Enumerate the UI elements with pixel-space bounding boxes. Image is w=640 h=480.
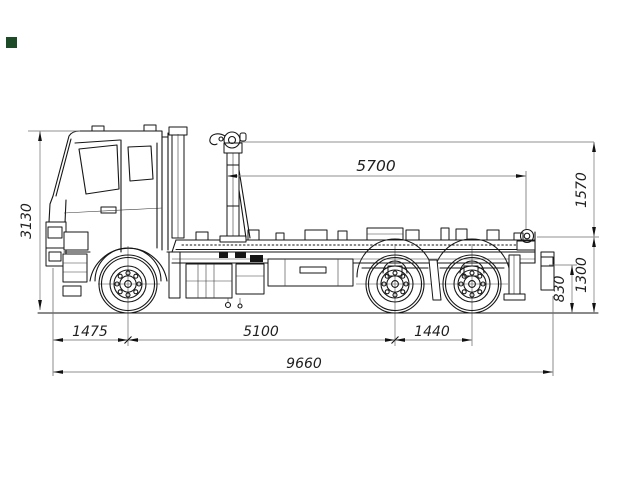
truck-cab [45,124,173,297]
hooklift-mast [209,131,251,258]
dim-rear-axle-spacing-label: 1440 [414,324,450,340]
rear-overhang-equipment [503,228,555,301]
green-marker-square [6,37,17,48]
dim-hook-to-roller-label: 5700 [356,157,396,175]
dim-frame-height-label: 1300 [574,257,590,293]
dim-front-overhang-label: 1475 [72,324,108,340]
dim-overall-height-label: 3130 [19,203,35,239]
dim-wheelbase-label: 5100 [243,324,279,340]
dim-overall-length-label: 9660 [286,356,322,372]
rear-loading-roller [519,228,535,244]
dim-hook-height-label: 1570 [574,172,590,208]
dimension-lines: 5700 1570 1300 830 3130 1475 5100 1440 [19,130,599,376]
dim-rear-device-height-label: 830 [552,276,568,303]
interaxle-mudflap [428,259,442,301]
rear-bogie [356,238,511,301]
air-intake-stack [168,126,188,299]
lifting-hook [209,133,226,146]
chassis-equipment [185,255,354,309]
